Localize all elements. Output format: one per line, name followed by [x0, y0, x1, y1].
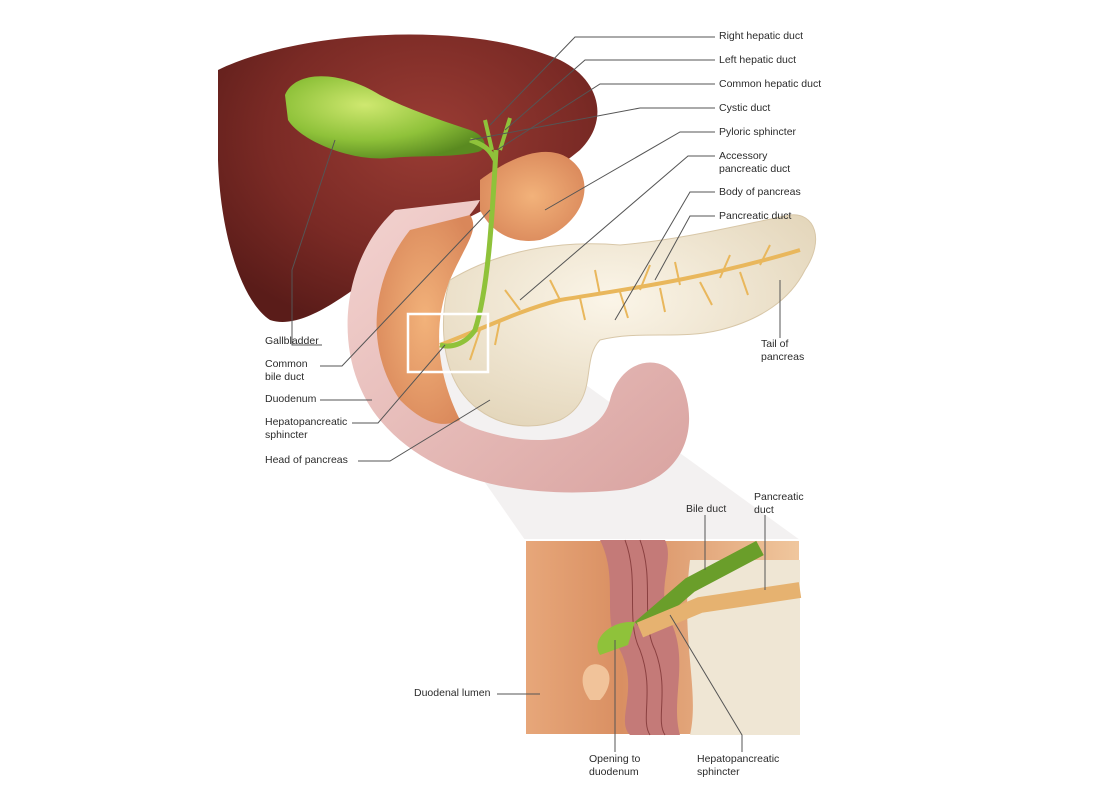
common-bile-duct	[439, 149, 499, 349]
right-hepatic-duct	[483, 119, 494, 151]
inset-panel	[524, 539, 802, 736]
stomach-portion	[480, 151, 585, 241]
pancreas	[443, 214, 817, 427]
label-common-bile-duct: Common bile duct	[265, 358, 308, 383]
label-left-hepatic-duct: Left hepatic duct	[719, 54, 797, 66]
label-body-of-pancreas: Body of pancreas	[719, 186, 801, 198]
label-pyloric-sphincter: Pyloric sphincter	[719, 126, 797, 138]
label-tail-of-pancreas: Tail of pancreas	[761, 338, 805, 363]
highlight-box	[406, 312, 490, 374]
inset-label-bile-duct: Bile duct	[686, 503, 727, 515]
inset-label-opening-to-duodenum: Opening to duodenum	[589, 753, 641, 778]
duodenum-lining	[376, 215, 474, 424]
label-pancreatic-duct: Pancreatic duct	[719, 210, 792, 222]
label-accessory-pancreatic-duct: Accessory pancreatic duct	[719, 150, 791, 175]
label-gallbladder: Gallbladder	[265, 335, 319, 347]
label-head-of-pancreas: Head of pancreas	[265, 454, 348, 466]
inset-label-hepatopancreatic-sphincter: Hepatopancreatic sphincter	[697, 753, 780, 778]
label-common-hepatic-duct: Common hepatic duct	[719, 78, 822, 90]
label-hepatopancreatic-sphincter: Hepatopancreatic sphincter	[265, 416, 348, 441]
label-right-hepatic-duct: Right hepatic duct	[719, 30, 804, 42]
left-hepatic-duct	[498, 117, 512, 151]
label-duodenum: Duodenum	[265, 393, 317, 405]
gallbladder	[285, 76, 485, 159]
inset-label-pancreatic-duct: Pancreatic duct	[754, 491, 804, 516]
label-cystic-duct: Cystic duct	[719, 102, 771, 114]
inset-label-duodenal-lumen: Duodenal lumen	[414, 687, 491, 699]
